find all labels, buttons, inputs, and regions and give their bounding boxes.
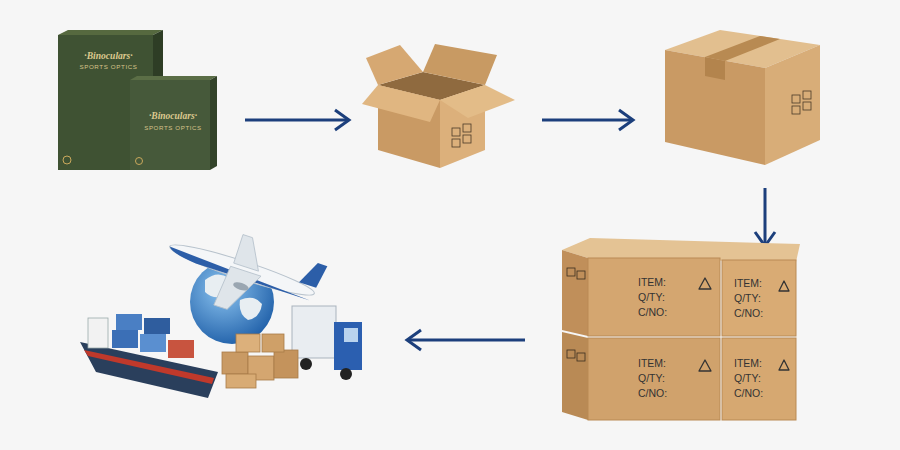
product-box: ·Binoculars·SPORTS OPTICS	[130, 80, 216, 170]
parcel	[236, 334, 260, 352]
box-print: SPORTS OPTICS	[58, 62, 159, 71]
text-group: ·Binoculars·SPORTS OPTICS	[58, 49, 159, 71]
carton-front	[722, 260, 796, 336]
label-text: C/NO:	[638, 305, 667, 320]
recycle-symbol	[699, 360, 711, 371]
carton-front	[722, 338, 796, 420]
recycle-symbol	[779, 281, 789, 291]
plane-engine	[232, 281, 249, 293]
handling-symbol	[792, 106, 800, 114]
carton-side	[562, 250, 588, 336]
label-text: Q/TY:	[638, 290, 667, 305]
container	[116, 314, 142, 330]
truck-window	[344, 328, 358, 342]
text-group: ITEM:Q/TY:C/NO:	[734, 356, 763, 401]
packing-tape	[705, 36, 780, 61]
box-side	[210, 76, 217, 170]
plane-fin	[299, 259, 327, 289]
container	[144, 318, 170, 334]
truck-trailer	[292, 306, 336, 358]
flow-arrow	[409, 339, 525, 342]
handling-symbol	[452, 128, 460, 136]
truck-cab	[334, 322, 362, 370]
carton-flap	[423, 44, 497, 85]
handling-symbol	[792, 95, 800, 103]
label-text: ITEM:	[734, 276, 763, 291]
label-text: Q/TY:	[734, 371, 763, 386]
carton-label: ITEM:Q/TY:C/NO:	[588, 258, 720, 336]
carton-label: ITEM:Q/TY:C/NO:	[588, 338, 720, 420]
handling-symbol	[577, 353, 585, 361]
text-group: ITEM:Q/TY:C/NO:	[638, 356, 667, 401]
carton-front	[588, 338, 720, 420]
handling-symbol	[803, 91, 811, 99]
truck-wheel	[340, 368, 352, 380]
container	[168, 340, 194, 358]
box-print: SPORTS OPTICS	[130, 123, 216, 132]
text-group: ITEM:Q/TY:C/NO:	[734, 276, 763, 321]
label-text: Q/TY:	[638, 371, 667, 386]
box-emblem	[63, 156, 71, 164]
product-box: ·Binoculars·SPORTS OPTICS	[58, 35, 159, 170]
text-group: ITEM:Q/TY:C/NO:	[638, 275, 667, 320]
handling-symbol	[803, 102, 811, 110]
label-text: ITEM:	[638, 275, 667, 290]
ship-stripe	[84, 350, 214, 384]
container	[112, 330, 138, 348]
parcel	[262, 334, 284, 352]
recycle-symbol	[779, 360, 789, 370]
arrow-head	[335, 110, 349, 130]
continent	[240, 298, 262, 320]
handling-symbol	[567, 350, 575, 358]
handling-symbol	[452, 139, 460, 147]
handling-symbol	[567, 268, 575, 276]
carton-front	[588, 258, 720, 336]
plane-wing	[234, 235, 268, 272]
carton-flap	[440, 85, 515, 118]
box-top	[130, 76, 217, 80]
flow-arrow	[764, 188, 767, 244]
flow-arrow	[542, 119, 631, 122]
text-group: ·Binoculars·SPORTS OPTICS	[130, 110, 216, 132]
label-text: C/NO:	[734, 386, 763, 401]
parcel	[222, 352, 248, 374]
label-text: Q/TY:	[734, 291, 763, 306]
container	[140, 334, 166, 352]
flow-arrow	[245, 119, 347, 122]
packing-tape	[705, 57, 725, 80]
handling-symbol	[463, 135, 471, 143]
arrow-head	[407, 330, 421, 350]
handling-symbol	[577, 271, 585, 279]
label-text: C/NO:	[638, 386, 667, 401]
box-print: ·Binoculars·	[130, 110, 216, 123]
carton-side	[765, 45, 820, 165]
label-text: ITEM:	[734, 356, 763, 371]
recycle-symbol	[699, 278, 711, 289]
carton-flap	[362, 85, 440, 122]
handling-symbol	[463, 124, 471, 132]
label-text: ITEM:	[638, 356, 667, 371]
box-top	[58, 30, 163, 35]
box-emblem	[136, 158, 143, 165]
carton-side	[562, 332, 588, 420]
truck-wheel	[300, 358, 312, 370]
ship-bridge	[88, 318, 108, 348]
box-print: ·Binoculars·	[58, 49, 159, 62]
carton-label: ITEM:Q/TY:C/NO:	[722, 338, 796, 420]
parcel	[274, 350, 298, 378]
parcel	[226, 374, 256, 388]
carton-label: ITEM:Q/TY:C/NO:	[722, 260, 796, 336]
plane-wing	[214, 265, 261, 316]
carton-flap	[366, 45, 423, 85]
arrow-head	[619, 110, 633, 130]
carton-front	[665, 50, 765, 165]
label-text: C/NO:	[734, 306, 763, 321]
